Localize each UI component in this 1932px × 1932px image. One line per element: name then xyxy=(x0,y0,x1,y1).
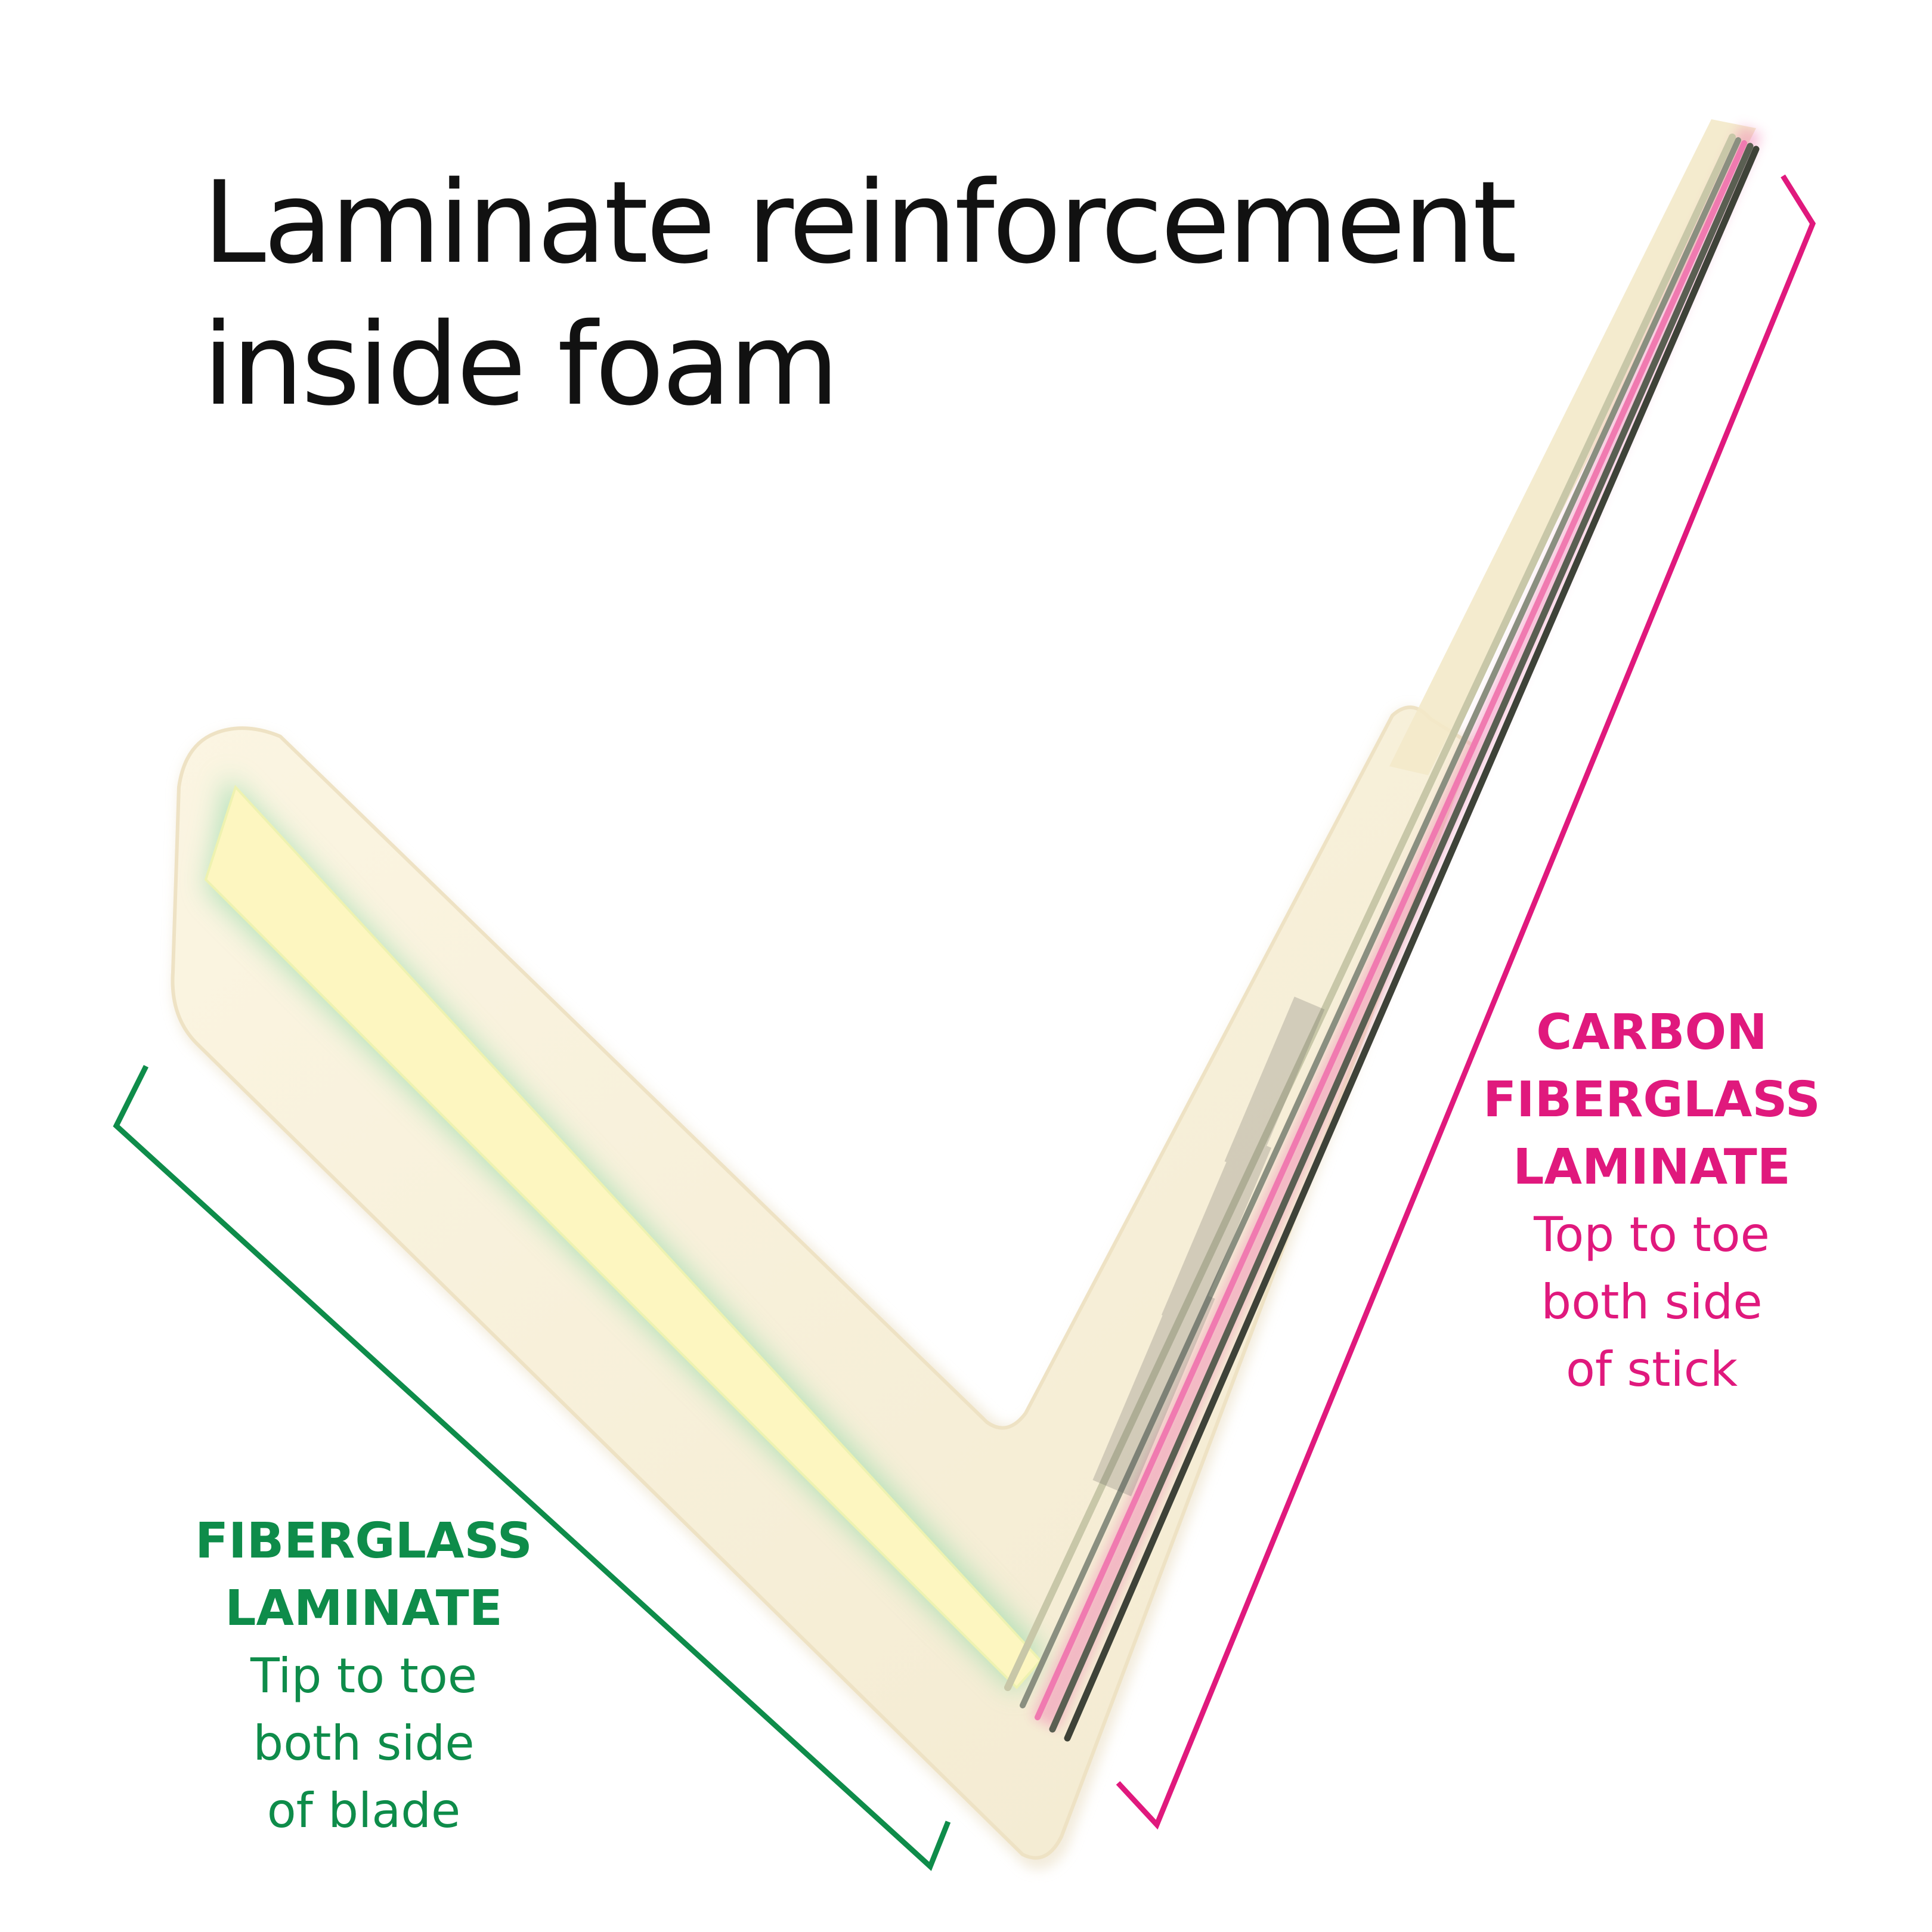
glass-desc-3: of blade xyxy=(267,1783,461,1838)
title-line-1: Laminate reinforcement xyxy=(203,157,1517,289)
carbon-title-2: FIBERGLASS xyxy=(1483,1072,1820,1128)
fiberglass-label: FIBERGLASS LAMINATE Tip to toe both side… xyxy=(167,1507,561,1844)
carbon-desc-1: Top to toe xyxy=(1534,1207,1770,1262)
diagram-title: Laminate reinforcement inside foam xyxy=(203,152,1517,436)
carbon-title-3: LAMINATE xyxy=(1513,1139,1791,1196)
shaft-branding-marks xyxy=(1092,996,1325,1497)
glass-desc-2: both side xyxy=(253,1716,475,1771)
carbon-laminate-lines xyxy=(1004,134,1760,1742)
title-line-2: inside foam xyxy=(203,299,840,431)
glass-title-1: FIBERGLASS xyxy=(195,1513,532,1569)
carbon-bracket xyxy=(1116,174,1816,1830)
glass-title-2: LAMINATE xyxy=(225,1580,503,1637)
stick-foam-body xyxy=(171,705,1475,1860)
glass-desc-1: Tip to toe xyxy=(250,1648,478,1704)
carbon-fiberglass-label: CARBON FIBERGLASS LAMINATE Top to toe bo… xyxy=(1443,999,1860,1403)
fiberglass-bracket xyxy=(113,1064,951,1871)
carbon-desc-3: of stick xyxy=(1565,1342,1738,1397)
carbon-title-1: CARBON xyxy=(1536,1004,1767,1061)
fiberglass-strip xyxy=(204,785,1042,1689)
carbon-desc-2: both side xyxy=(1541,1274,1763,1330)
